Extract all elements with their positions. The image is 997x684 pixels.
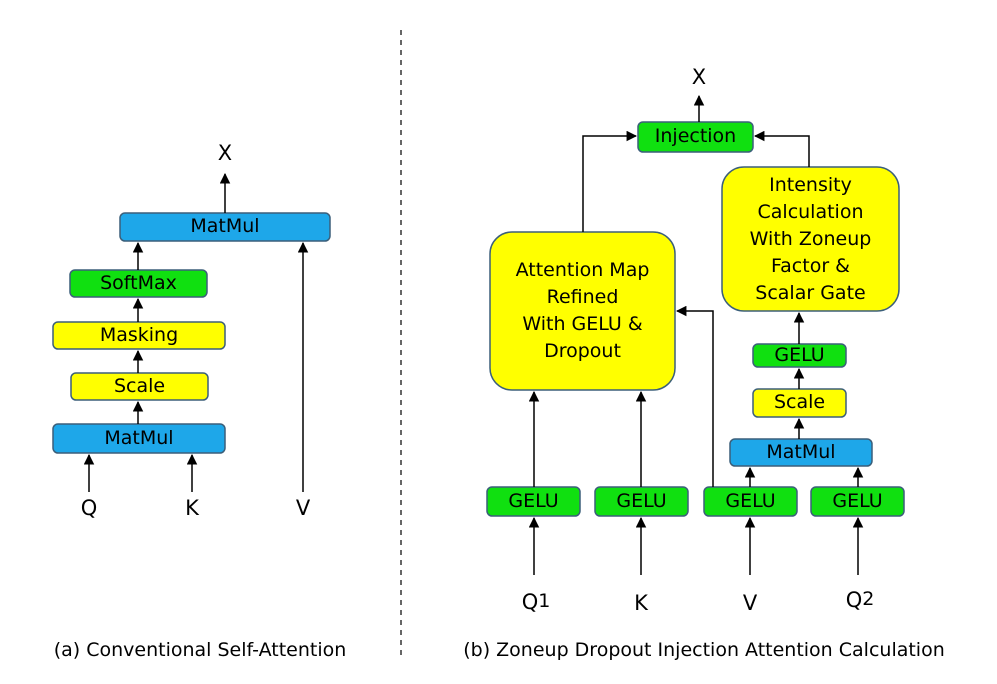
b-scale-box <box>752 388 847 418</box>
b-gelu-k-box <box>594 486 689 517</box>
b-arrow-gelu-v-attn <box>675 305 714 487</box>
b-intensity-box <box>721 166 900 312</box>
a-scale-box <box>70 372 209 401</box>
a-matmul-bottom-box <box>52 423 226 454</box>
b-matmul-box <box>729 438 873 467</box>
b-attention-map-box <box>489 231 676 391</box>
b-injection-box <box>637 121 754 153</box>
panel-a <box>52 172 331 492</box>
a-softmax-box <box>69 269 208 298</box>
b-gelu-q2-box <box>810 486 905 517</box>
b-arrow-attn-injection <box>582 130 638 232</box>
b-gelu-top-box <box>752 343 847 368</box>
panel-b <box>486 94 905 575</box>
b-arrow-intensity-injection <box>753 130 810 167</box>
b-gelu-v-box <box>703 486 798 517</box>
a-matmul-top-box <box>119 212 331 242</box>
b-gelu-q1-box <box>486 486 581 517</box>
a-masking-box <box>52 321 226 350</box>
